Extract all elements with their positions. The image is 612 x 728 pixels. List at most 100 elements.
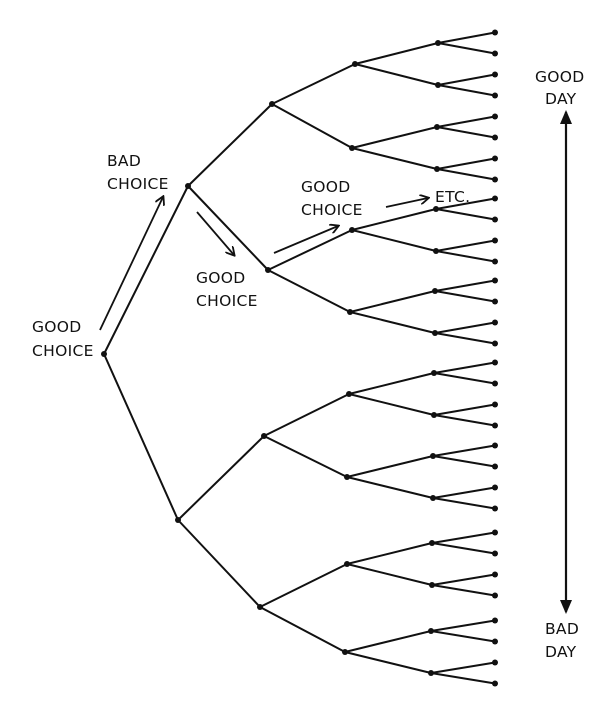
choice-node: [175, 517, 181, 523]
leaf-node: [492, 592, 498, 599]
root-label-line2: CHOICE: [32, 342, 94, 360]
branch-edge: [187, 103, 273, 187]
good-choice-mid-label-line2: CHOICE: [196, 292, 258, 310]
leaf-node: [492, 638, 498, 645]
choice-node: [349, 227, 355, 233]
choice-path-arrows: [99, 197, 428, 331]
branch-edge: [351, 147, 438, 170]
branch-edge: [177, 519, 261, 608]
leaf-edge: [437, 84, 496, 97]
leaf-edge: [434, 279, 496, 292]
bad-day-label: BAD DAY: [545, 620, 579, 661]
branch-edge: [349, 290, 436, 313]
leaf-edge: [430, 661, 496, 674]
choice-node: [265, 267, 271, 273]
choice-node: [432, 330, 438, 336]
leaf-edge: [432, 444, 496, 457]
leaf-edge: [437, 42, 496, 55]
leaf-node: [492, 216, 498, 223]
leaf-node: [492, 359, 498, 366]
etc-label: ETC.: [435, 188, 470, 206]
branch-edge: [103, 185, 189, 355]
choice-node: [352, 61, 358, 67]
leaf-edge: [430, 630, 496, 643]
branch-edge: [346, 476, 434, 499]
choice-node: [185, 183, 191, 189]
good-choice-upper-label-line2: CHOICE: [301, 201, 363, 219]
branch-edge: [349, 311, 436, 334]
good-choice-mid-label-line1: GOOD: [196, 269, 246, 287]
tree-nodes: [101, 29, 498, 687]
choice-node: [435, 40, 441, 46]
choice-node: [429, 540, 435, 546]
choice-node: [257, 604, 263, 610]
choice-node: [429, 582, 435, 588]
leaf-edge: [437, 73, 496, 86]
leaf-node: [492, 550, 498, 557]
leaf-edge: [434, 332, 496, 345]
leaf-edge: [437, 31, 496, 44]
leaf-node: [492, 237, 498, 244]
good-choice-upper-label: GOOD CHOICE: [301, 178, 363, 219]
bad-choice-label-line2: CHOICE: [107, 175, 169, 193]
leaf-node: [492, 571, 498, 578]
leaf-node: [492, 155, 498, 162]
choice-node: [428, 628, 434, 634]
leaf-node: [492, 340, 498, 347]
leaf-edge: [432, 486, 496, 499]
bad-choice-label: BAD CHOICE: [107, 152, 169, 193]
good-choice-mid-label: GOOD CHOICE: [196, 269, 258, 310]
bad-day-label-line2: DAY: [545, 643, 577, 661]
choice-node: [434, 166, 440, 172]
choice-node: [346, 391, 352, 397]
branch-edge: [271, 63, 356, 105]
choice-node: [433, 206, 439, 212]
leaf-node: [492, 529, 498, 536]
branch-edge: [267, 229, 353, 271]
leaf-edge: [433, 403, 496, 416]
leaf-node: [492, 29, 498, 36]
scale-arrowhead-bottom: [560, 600, 572, 614]
leaf-node: [492, 680, 498, 687]
leaf-node: [492, 195, 498, 202]
leaf-node: [492, 298, 498, 305]
root-label-line1: GOOD: [32, 318, 82, 336]
leaf-node: [492, 505, 498, 512]
leaf-edge: [435, 239, 496, 252]
branch-edge: [259, 606, 346, 653]
leaf-edge: [435, 197, 496, 210]
good-choice-upper-label-line1: GOOD: [301, 178, 351, 196]
leaf-node: [492, 92, 498, 99]
leaf-edge: [432, 497, 496, 510]
branch-edge: [351, 229, 437, 252]
leaf-node: [492, 484, 498, 491]
choice-node: [431, 412, 437, 418]
leaf-node: [492, 659, 498, 666]
branch-edge: [177, 435, 265, 521]
leaf-edge: [435, 250, 496, 263]
leaf-node: [492, 113, 498, 120]
branch-edge: [348, 393, 435, 416]
choice-node: [269, 101, 275, 107]
branch-edge: [263, 393, 350, 437]
arrow-good-to-good: [273, 226, 338, 254]
leaf-node: [492, 617, 498, 624]
leaf-edge: [431, 573, 496, 586]
branch-edge: [263, 435, 348, 478]
arrow-root-to-bad: [99, 197, 163, 331]
leaf-edge: [433, 361, 496, 374]
choice-node: [432, 288, 438, 294]
leaf-node: [492, 463, 498, 470]
choice-node: [430, 453, 436, 459]
leaf-edge: [436, 168, 496, 181]
leaf-edge: [431, 584, 496, 597]
tree-branches: [103, 31, 496, 685]
leaf-edge: [431, 531, 496, 544]
leaf-edge: [434, 290, 496, 303]
branch-edge: [259, 563, 348, 608]
root-node: [101, 351, 107, 357]
choice-node: [428, 670, 434, 676]
choice-node: [342, 649, 348, 655]
branch-edge: [344, 630, 432, 653]
